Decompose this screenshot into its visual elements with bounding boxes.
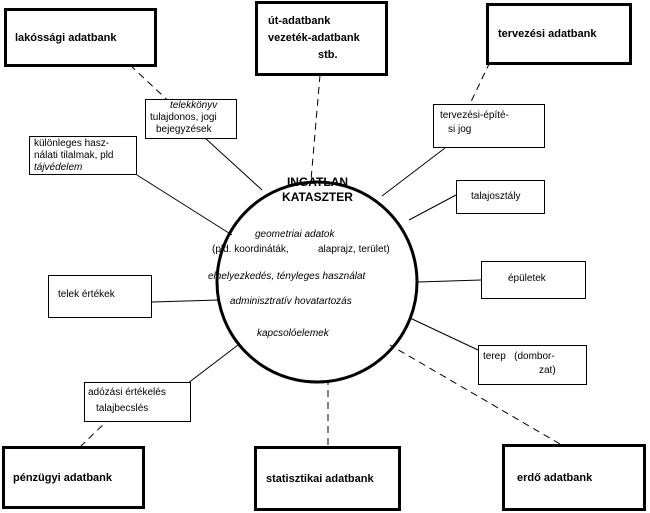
databank-tervezesi: tervezési adatbank bbox=[486, 3, 632, 65]
center-kapcsolo: kapcsolóelemek bbox=[257, 328, 329, 339]
link-epuletek bbox=[417, 279, 482, 283]
databank-ut-line3: stb. bbox=[318, 49, 338, 61]
adozasi-line2: talajbecslés bbox=[96, 403, 149, 414]
databank-tervezesi-label: tervezési adatbank bbox=[498, 28, 597, 40]
adozasi-line1: adózási értékelés bbox=[88, 387, 166, 398]
databank-ut-line2: vezeték-adatbank bbox=[268, 32, 360, 44]
link-kulonleges bbox=[136, 174, 233, 236]
cadastre-circle bbox=[215, 180, 419, 384]
databank-erdo-label: erdő adatbank bbox=[517, 471, 593, 484]
kulonleges-line2: nálati tilalmak, pld bbox=[34, 150, 114, 161]
link-ut bbox=[310, 74, 321, 181]
telek-ertekek-label: telek értékek bbox=[58, 289, 115, 300]
box-epuletek: épületek bbox=[481, 261, 586, 299]
box-terep: terep (dombor- zat) bbox=[478, 345, 587, 385]
databank-statisztikai-label: statisztikai adatbank bbox=[266, 472, 374, 485]
terep-line1: terep (dombor- bbox=[483, 351, 555, 362]
center-pld: (pld. koordináták, bbox=[212, 244, 289, 255]
box-telekkonyv: telekkönyv tulajdonos, jogi bejegyzések bbox=[145, 99, 237, 139]
center-geometriai: geometriai adatok bbox=[255, 229, 335, 240]
databank-ut-line1: út-adatbank bbox=[268, 15, 331, 27]
databank-lakossagi: lakóssági adatbank bbox=[4, 8, 157, 67]
link-terep bbox=[409, 317, 479, 351]
telekkonyv-line2: tulajdonos, jogi bbox=[150, 112, 217, 123]
databank-statisztikai: statisztikai adatbank bbox=[254, 446, 401, 511]
talajosztaly-label: talajosztály bbox=[471, 191, 521, 202]
link-lakossagi-2 bbox=[204, 137, 263, 191]
box-tervezes-epites: tervezési-építé- si jog bbox=[433, 104, 545, 148]
box-kulonleges: különleges hasz- nálati tilalmak, pld tá… bbox=[29, 136, 137, 175]
center-adminisztrativ: adminisztratív hovatartozás bbox=[230, 296, 352, 307]
kulonleges-line1: különleges hasz- bbox=[34, 138, 110, 149]
cadastre-title-line2: KATASZTER bbox=[282, 190, 353, 204]
cadastre-title: INGATLAN KATASZTER bbox=[270, 175, 365, 205]
databank-penzugyi-label: pénzügyi adatbank bbox=[13, 471, 113, 484]
databank-penzugyi: pénzügyi adatbank bbox=[2, 446, 145, 509]
link-tervezes-epites bbox=[381, 147, 446, 197]
tervezes-epites-line1: tervezési-építé- bbox=[440, 110, 509, 121]
link-tervezesi bbox=[467, 61, 491, 109]
telekkonyv-line3: bejegyzések bbox=[156, 124, 212, 135]
link-telek bbox=[151, 299, 220, 303]
link-talajosztaly bbox=[408, 194, 457, 221]
link-erdo bbox=[389, 344, 561, 445]
tervezes-epites-line2: si jog bbox=[448, 124, 472, 135]
cadastre-title-line1: INGATLAN bbox=[286, 175, 349, 189]
box-telek-ertekek: telek értékek bbox=[48, 275, 152, 318]
kulonleges-line3: tájvédelem bbox=[34, 162, 83, 173]
databank-ut: út-adatbank vezeték-adatbank stb. bbox=[255, 1, 388, 76]
center-alaprajz: alaprajz, terület) bbox=[318, 244, 390, 255]
center-elhelyezkedes: elhelyezkedés, tényleges használat bbox=[208, 271, 366, 282]
link-penzugyi bbox=[79, 417, 111, 448]
terep-line2: zat) bbox=[539, 365, 556, 376]
epuletek-label: épületek bbox=[508, 273, 546, 284]
databank-lakossagi-label: lakóssági adatbank bbox=[15, 31, 117, 44]
box-adozasi: adózási értékelés talajbecslés bbox=[84, 382, 191, 422]
databank-erdo: erdő adatbank bbox=[502, 444, 646, 511]
telekkonyv-line1: telekkönyv bbox=[170, 100, 218, 111]
box-talajosztaly: talajosztály bbox=[456, 180, 545, 214]
